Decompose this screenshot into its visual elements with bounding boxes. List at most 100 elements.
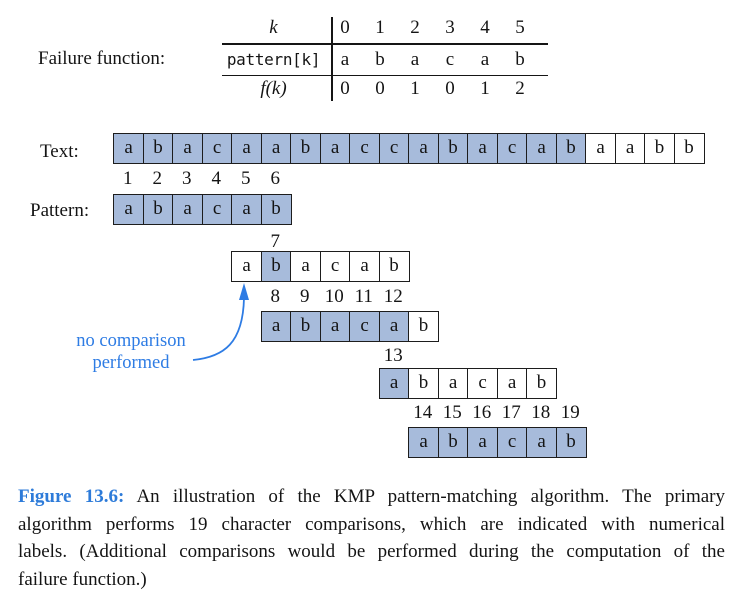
text-char-cell: b: [673, 133, 705, 164]
text-char-cell: b: [644, 133, 676, 164]
pattern-char-cell: b: [408, 368, 440, 399]
comparison-number: 15: [442, 402, 462, 423]
annotation-line2: performed: [92, 352, 170, 373]
pattern-char-cell: c: [349, 311, 381, 342]
comparison-number: 13: [383, 345, 403, 366]
pattern-char-cell: c: [467, 368, 499, 399]
comparison-number: 9: [300, 286, 310, 307]
ff-value-cell: 5: [515, 17, 525, 38]
comparison-number: 16: [472, 402, 492, 423]
curved-arrow-icon: [192, 283, 249, 361]
ff-value-cell: 2: [515, 78, 525, 99]
pattern-char-cell: a: [290, 251, 322, 282]
ff-value-cell: 0: [340, 78, 350, 99]
ff-value-cell: 4: [480, 17, 490, 38]
pattern-char-cell: a: [172, 194, 204, 225]
pattern-char-cell: b: [408, 311, 440, 342]
text-char-cell: c: [201, 133, 233, 164]
pattern-char-cell: a: [408, 427, 440, 458]
pattern-char-cell: c: [319, 251, 351, 282]
text-char-cell: a: [113, 133, 145, 164]
pattern-char-cell: b: [437, 427, 469, 458]
text-char-cell: a: [467, 133, 499, 164]
caption-line: failure function.): [18, 568, 147, 590]
pattern-char-cell: b: [260, 251, 292, 282]
comparison-number: 1: [123, 168, 133, 189]
caption-line: algorithm performs 19 character comparis…: [18, 513, 725, 535]
pattern-char-cell: a: [496, 368, 528, 399]
comparison-number: 7: [270, 231, 281, 252]
pattern-char-cell: a: [467, 427, 499, 458]
text-char-cell: a: [231, 133, 263, 164]
comparison-number: 3: [182, 168, 192, 189]
ff-row-header: f(k): [260, 78, 287, 99]
ff-row-header: k: [269, 17, 278, 38]
table-rule-vertical: [331, 17, 333, 101]
ff-value-cell: 0: [445, 78, 455, 99]
pattern-char-cell: b: [526, 368, 558, 399]
pattern-char-cell: a: [378, 368, 410, 399]
comparison-number: 4: [211, 168, 222, 189]
figure-number-label: Figure 13.6:: [18, 486, 125, 507]
caption-text: An illustration of the KMP pattern-match…: [136, 486, 726, 507]
comparison-number: 10: [324, 286, 344, 307]
comparison-number: 2: [152, 168, 163, 189]
ff-value-cell: b: [375, 49, 385, 70]
failure-function-label: Failure function:: [38, 48, 166, 69]
pattern-char-cell: a: [378, 311, 410, 342]
text-char-cell: b: [290, 133, 322, 164]
pattern-char-cell: a: [113, 194, 145, 225]
pattern-char-cell: a: [437, 368, 469, 399]
text-char-cell: a: [526, 133, 558, 164]
ff-value-cell: 3: [445, 17, 455, 38]
pattern-char-cell: b: [555, 427, 587, 458]
text-char-cell: a: [319, 133, 351, 164]
comparison-number: 18: [531, 402, 551, 423]
pattern-char-cell: c: [201, 194, 233, 225]
text-char-cell: c: [349, 133, 381, 164]
text-char-cell: b: [437, 133, 469, 164]
pattern-char-cell: b: [290, 311, 322, 342]
text-char-cell: a: [408, 133, 440, 164]
comparison-number: 14: [413, 402, 433, 423]
ff-value-cell: 1: [375, 17, 385, 38]
ff-value-cell: a: [340, 49, 350, 70]
table-rule-top: [222, 43, 548, 45]
text-char-cell: b: [142, 133, 174, 164]
pattern-char-cell: a: [231, 251, 263, 282]
pattern-char-cell: b: [142, 194, 174, 225]
pattern-char-cell: a: [231, 194, 263, 225]
pattern-char-cell: a: [260, 311, 292, 342]
pattern-char-cell: a: [526, 427, 558, 458]
ff-value-cell: 1: [410, 78, 420, 99]
text-char-cell: c: [496, 133, 528, 164]
comparison-number: 6: [270, 168, 281, 189]
text-char-cell: a: [614, 133, 646, 164]
ff-value-cell: 1: [480, 78, 490, 99]
ff-value-cell: 2: [410, 17, 420, 38]
pattern-char-cell: a: [319, 311, 351, 342]
text-char-cell: b: [555, 133, 587, 164]
ff-value-cell: a: [480, 49, 490, 70]
ff-value-cell: b: [515, 49, 525, 70]
pattern-char-cell: c: [496, 427, 528, 458]
caption-line: Figure 13.6: An illustration of the KMP …: [18, 483, 725, 511]
text-char-cell: a: [172, 133, 204, 164]
figure-caption: Figure 13.6: An illustration of the KMP …: [18, 483, 725, 593]
ff-value-cell: c: [445, 49, 455, 70]
comparison-number: 11: [354, 286, 373, 307]
pattern-char-cell: b: [378, 251, 410, 282]
caption-line: labels. (Additional comparisons would be…: [18, 541, 725, 563]
text-row-label: Text:: [40, 141, 79, 162]
comparison-number: 5: [241, 168, 251, 189]
annotation-line1: no comparison: [76, 331, 186, 351]
comparison-number: 12: [383, 286, 403, 307]
ff-value-cell: 0: [375, 78, 385, 99]
